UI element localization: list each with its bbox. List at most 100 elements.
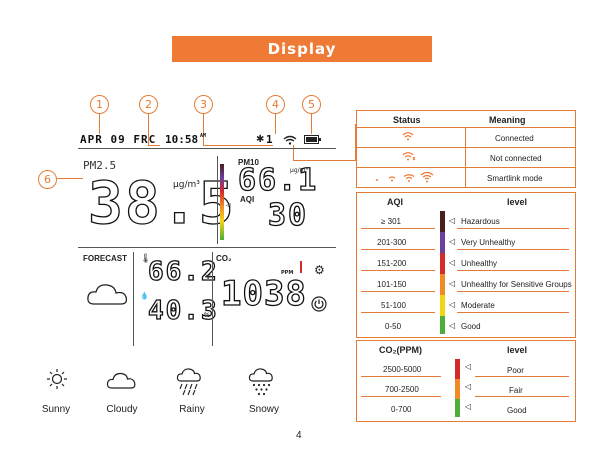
page-number: 4 [296, 430, 302, 441]
leader-line-3 [203, 114, 204, 146]
snow-icon [248, 368, 273, 396]
aqi-range-1: 201-300 [377, 238, 407, 247]
weather-label-snowy: Snowy [248, 404, 279, 415]
status-meaning-not-connected: Not connected [490, 154, 542, 163]
aqi-range-4: 51-100 [381, 301, 406, 310]
ppm-label: PPM [281, 270, 294, 276]
pm25-label: PM2.5 [83, 159, 117, 172]
aqi-header: AQI [387, 197, 404, 207]
aqi-level-3: Unhealthy for Sensitive Groups [461, 280, 572, 289]
aqi-color-chip-hazardous [440, 211, 445, 232]
aqi-table: AQI level ≥ 301 201-300 151-200 101-150 … [356, 192, 576, 338]
aqi-color-chip-moderate [440, 295, 445, 316]
status-table: Status Meaning Connected Not connected S… [356, 110, 576, 188]
aqi-level-4: Moderate [461, 301, 495, 310]
pm10-value: 66.1 [237, 162, 319, 198]
aqi-arrow-icon: ◁ [449, 300, 456, 309]
aqi-level-5: Good [461, 322, 481, 331]
forecast-divider [133, 252, 134, 346]
pm10-unit: μg/m³ [290, 167, 308, 174]
co2-color-chip-poor [455, 359, 460, 379]
wifi-smartlink-icon [376, 171, 434, 183]
aqi-pointer-icon: ◁ [226, 202, 231, 209]
pm10-label: PM10 [238, 158, 259, 167]
humidity-drop-icon: 💧 [140, 292, 149, 300]
cloud-icon [106, 372, 136, 389]
co2-level-2: Good [507, 406, 527, 415]
callout-1: 1 [90, 95, 109, 114]
aqi-arrow-icon: ◁ [449, 258, 456, 267]
temperature-value: 66.2 [147, 256, 219, 287]
co2-divider [212, 252, 213, 346]
battery-icon [304, 135, 321, 144]
aqi-arrow-icon: ◁ [449, 279, 456, 288]
wifi-icon [283, 135, 297, 145]
callout-6: 6 [38, 170, 57, 189]
weather-label-rainy: Rainy [179, 404, 205, 415]
co2-range-2: 0-700 [391, 405, 412, 414]
forecast-label: FORECAST [83, 254, 127, 263]
callout-4: 4 [266, 95, 285, 114]
power-icon [311, 296, 327, 312]
leader-line-wifi-h [293, 160, 356, 161]
time-display: 10:58 [165, 133, 199, 146]
co2-range-0: 2500-5000 [383, 365, 422, 374]
co2-color-chip-fair [455, 379, 460, 399]
leader-line-wifi [293, 145, 294, 160]
aqi-color-chip-very-unhealthy [440, 232, 445, 253]
pm25-unit: μg/m³ [173, 180, 200, 190]
weather-label-sunny: Sunny [41, 404, 71, 415]
weather-label-cloudy: Cloudy [106, 404, 138, 415]
status-meaning-smartlink: Smartlink mode [487, 174, 543, 183]
leader-line-4 [275, 114, 276, 134]
leader-line-2 [148, 114, 149, 146]
aqi-color-chip-good [440, 316, 445, 334]
leader-line-3b [203, 145, 273, 146]
wifi-not-connected-icon [402, 152, 416, 161]
sun-icon [47, 369, 67, 389]
page-title: Display [172, 36, 432, 62]
leader-line-1 [99, 114, 100, 134]
co2-level-header: level [507, 345, 528, 355]
aqi-level-2: Unhealthy [461, 259, 498, 268]
device-screen: APR 09 FRC 10:58 AM ✱ 1 PM2.5 38.5 μg/m³… [78, 128, 338, 350]
aqi-arrow-icon: ◁ [449, 237, 456, 246]
date-display: APR 09 FRC [80, 133, 157, 146]
status-header: Status [393, 115, 421, 125]
co2-range-1: 700-2500 [385, 385, 419, 394]
top-divider [78, 148, 336, 149]
aqi-value: 30 [267, 197, 309, 233]
aqi-color-chip-sensitive [440, 274, 445, 295]
pm25-value: 38.5 [87, 168, 236, 237]
thermometer-icon: 🌡 [140, 254, 152, 264]
leader-line-5 [311, 114, 312, 134]
mid-divider [217, 156, 218, 244]
meaning-header: Meaning [489, 115, 526, 125]
callout-5: 5 [302, 95, 321, 114]
bluetooth-icon: ✱ [256, 134, 265, 145]
bt-digit: 1 [266, 133, 273, 146]
aqi-arrow-icon: ◁ [449, 216, 456, 225]
co2-color-chip-good [455, 399, 460, 417]
humidity-unit: % [204, 312, 211, 319]
status-meaning-connected: Connected [495, 134, 534, 143]
co2-level-indicator [300, 261, 302, 273]
co2-table: CO₂(PPM) level 2500-5000 700-2500 0-700 … [356, 340, 576, 422]
leader-line-wifi-v [355, 124, 356, 161]
co2-arrow-icon: ◁ [465, 362, 472, 371]
aqi-level-header: level [507, 197, 528, 207]
co2-label: CO₂ [216, 254, 232, 263]
rain-icon [176, 368, 201, 396]
aqi-range-0: ≥ 301 [381, 217, 401, 226]
bottom-divider [78, 247, 336, 248]
co2-level-1: Fair [509, 386, 523, 395]
leader-line-6 [57, 178, 83, 179]
aqi-color-chip-unhealthy [440, 253, 445, 274]
ampm-indicator: AM [200, 133, 207, 139]
co2-level-0: Poor [507, 366, 524, 375]
aqi-level-0: Hazardous [461, 217, 500, 226]
temperature-unit: °F [204, 274, 212, 281]
aqi-arrow-icon: ◁ [449, 321, 456, 330]
aqi-range-3: 101-150 [377, 280, 407, 289]
wifi-connected-icon [402, 132, 414, 141]
